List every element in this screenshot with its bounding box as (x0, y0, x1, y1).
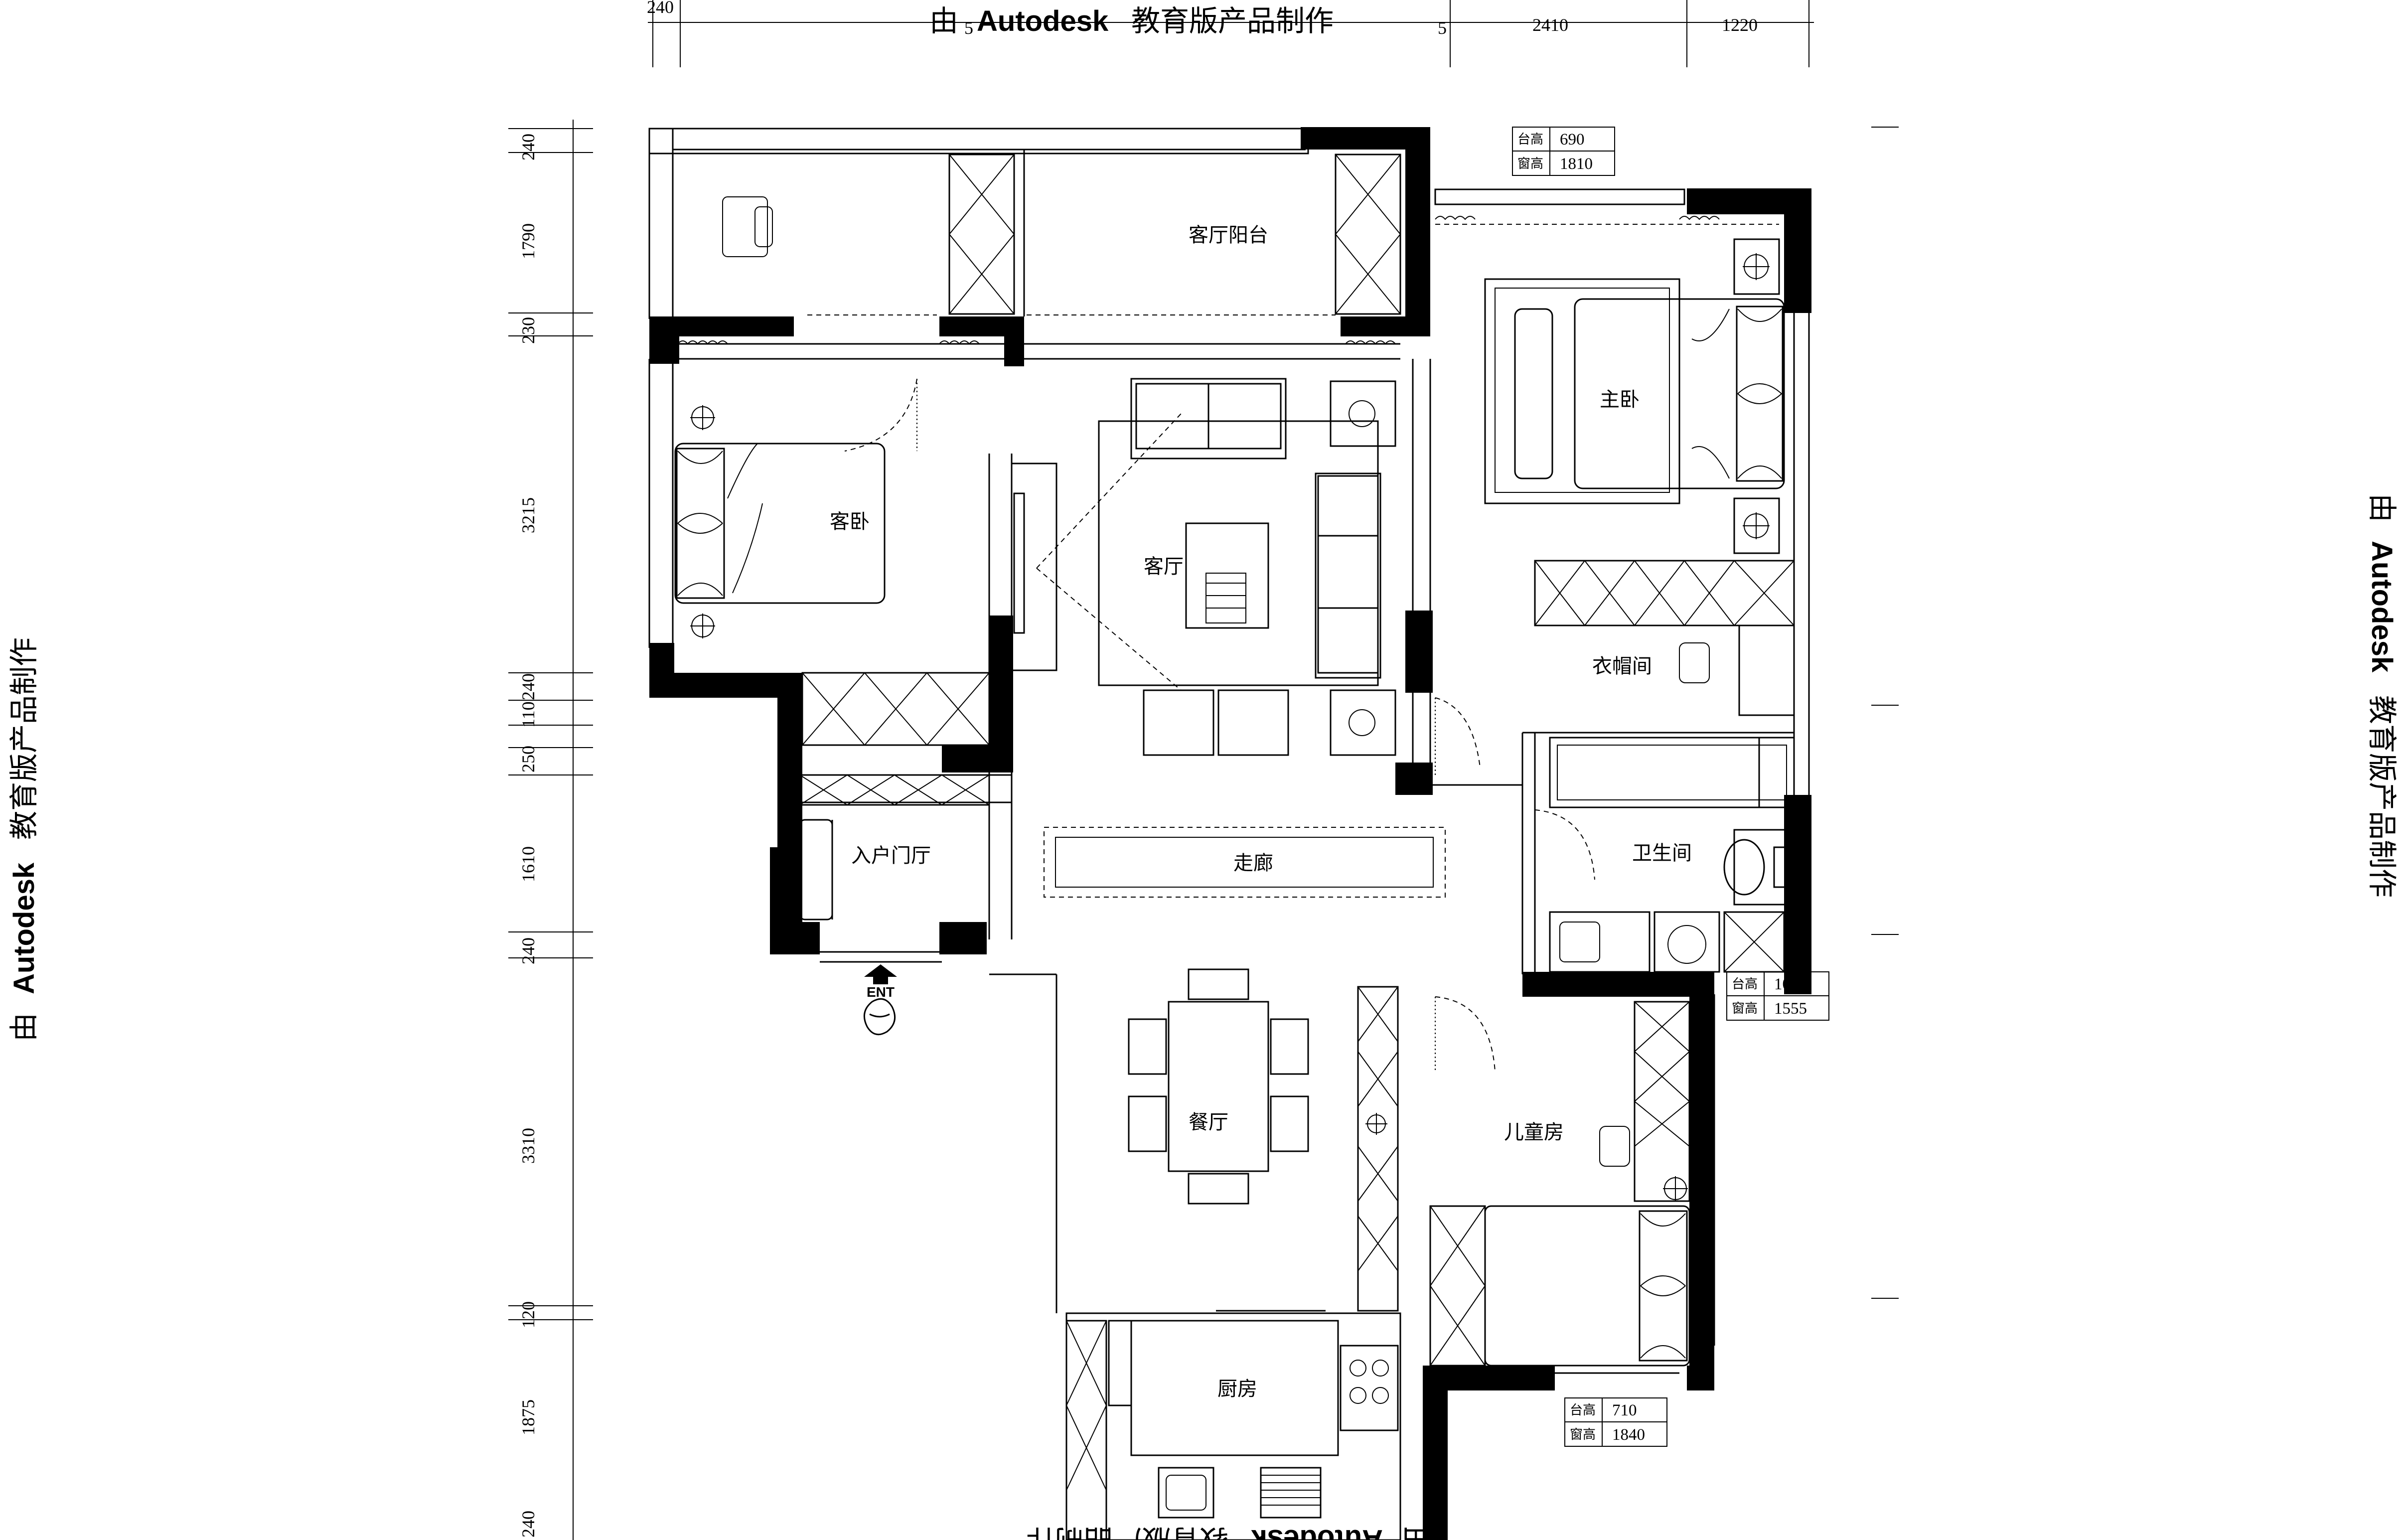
master-bed (1484, 238, 1785, 554)
window-table: 台高 690 窗高 1810 (1512, 127, 1615, 176)
sill-height-label: 台高 (1732, 977, 1758, 991)
room-label-kids-room: 儿童房 (1504, 1121, 1564, 1144)
window-height-value: 1810 (1560, 155, 1593, 173)
window-table: 台高 710 窗高 1840 (1564, 1397, 1667, 1447)
room-label-walk-in-closet: 衣帽间 (1592, 655, 1652, 678)
sill-height-label: 台高 (1517, 132, 1543, 147)
watermark-suffix: 教育版产品制作 (8, 637, 40, 840)
window-markers (677, 216, 1779, 345)
window-height-value: 1840 (1612, 1426, 1645, 1444)
left-dim-label: 3310 (518, 1128, 538, 1164)
watermark-prefix: 由 (929, 5, 958, 37)
left-dim-label: 1790 (518, 223, 538, 259)
watermark-bottom: 由 Autodesk 教育版产品制作 (1026, 1524, 1430, 1540)
bathroom-fixtures (1534, 737, 1795, 973)
room-label-guest-bedroom: 客卧 (830, 510, 870, 533)
closet-wardrobes (1435, 560, 1795, 775)
watermark-top: 由 Autodesk 教育版产品制作 (929, 5, 1334, 37)
room-label-foyer: 入户门厅 (851, 844, 931, 867)
window-height-label: 窗高 (1517, 156, 1543, 171)
window-height-value: 1555 (1774, 1000, 1807, 1018)
left-dim-label: 1875 (518, 1399, 538, 1435)
window-height-label: 窗高 (1570, 1427, 1596, 1442)
top-dim-label: 1220 (1722, 15, 1758, 35)
guest-bed (674, 378, 917, 638)
room-label-living-room: 客厅 (1144, 555, 1184, 578)
entrance-marker: ENT (863, 964, 897, 1036)
right-dimension-ticks (1871, 127, 1899, 1299)
watermark-prefix: 由 (2366, 493, 2398, 522)
left-dim-label: 1610 (518, 846, 538, 882)
top-dim-label: 5 (964, 18, 973, 38)
left-dim-label: 240 (518, 673, 538, 700)
left-dim-label: 250 (518, 746, 538, 772)
left-dim-label: 120 (518, 1301, 538, 1328)
foyer-fixtures (799, 774, 990, 921)
corridor-ceiling (1044, 827, 1446, 898)
room-label-bathroom: 卫生间 (1632, 842, 1692, 865)
room-label-kitchen: 厨房 (1217, 1378, 1257, 1400)
window-height-label: 窗高 (1732, 1001, 1758, 1016)
sill-height-value: 1000 (1774, 975, 1807, 993)
room-label-dining-room: 餐厅 (1189, 1111, 1228, 1134)
watermark-prefix: 由 (8, 1013, 40, 1042)
left-dimension-chain: 240 1790 230 3215 240 110 250 1610 240 3… (508, 120, 593, 1540)
room-label-master-bedroom: 主卧 (1600, 388, 1640, 411)
balcony-cabinets (722, 150, 1401, 316)
sill-height-label: 台高 (1570, 1403, 1596, 1417)
top-dim-label: 2410 (1532, 15, 1568, 35)
room-label-corridor: 走廊 (1233, 852, 1273, 875)
watermark-suffix: 教育版产品制作 (1131, 5, 1334, 37)
left-dim-label: 230 (518, 317, 538, 344)
watermark-suffix: 教育版产品制作 (1026, 1524, 1228, 1540)
room-labels: 客厅阳台 客卧 客厅 主卧 衣帽间 卫生间 走廊 入户门厅 餐厅 儿童房 厨房 (830, 224, 1692, 1400)
top-dim-label: 240 (647, 0, 674, 17)
dining-cabinet (1357, 986, 1399, 1312)
window-table: 台高 1000 窗高 1555 (1726, 971, 1829, 1021)
left-dim-label: 240 (518, 1511, 538, 1538)
left-dim-label: 240 (518, 134, 538, 160)
watermark-suffix: 教育版产品制作 (2366, 695, 2398, 898)
living-room-furniture (1011, 378, 1396, 756)
left-dim-label: 3215 (518, 497, 538, 533)
watermark-brand: Autodesk (1251, 1524, 1383, 1540)
outline-walls (648, 128, 1810, 1540)
top-dim-label: 5 (1438, 18, 1447, 38)
watermark-right: 由 Autodesk 教育版产品制作 (2366, 493, 2398, 898)
watermark-brand: Autodesk (977, 5, 1109, 37)
kitchen-fixtures (1065, 1310, 1399, 1540)
top-dimension-chain: 240 5 5 2410 1220 (647, 0, 1814, 67)
watermark-left: 由 Autodesk 教育版产品制作 (8, 637, 40, 1042)
guest-wardrobe (801, 672, 990, 746)
room-label-living-balcony: 客厅阳台 (1189, 224, 1268, 247)
dining-table (1128, 968, 1387, 1205)
watermark-brand: Autodesk (8, 862, 40, 994)
left-dim-label: 240 (518, 937, 538, 964)
entrance-label: ENT (867, 984, 895, 1000)
structural-walls (649, 127, 1811, 1540)
kids-room-furniture (1429, 996, 1690, 1367)
sill-height-value: 690 (1560, 131, 1585, 149)
left-dim-label: 110 (518, 701, 538, 728)
sill-height-value: 710 (1612, 1401, 1637, 1419)
watermark-brand: Autodesk (2366, 541, 2398, 673)
